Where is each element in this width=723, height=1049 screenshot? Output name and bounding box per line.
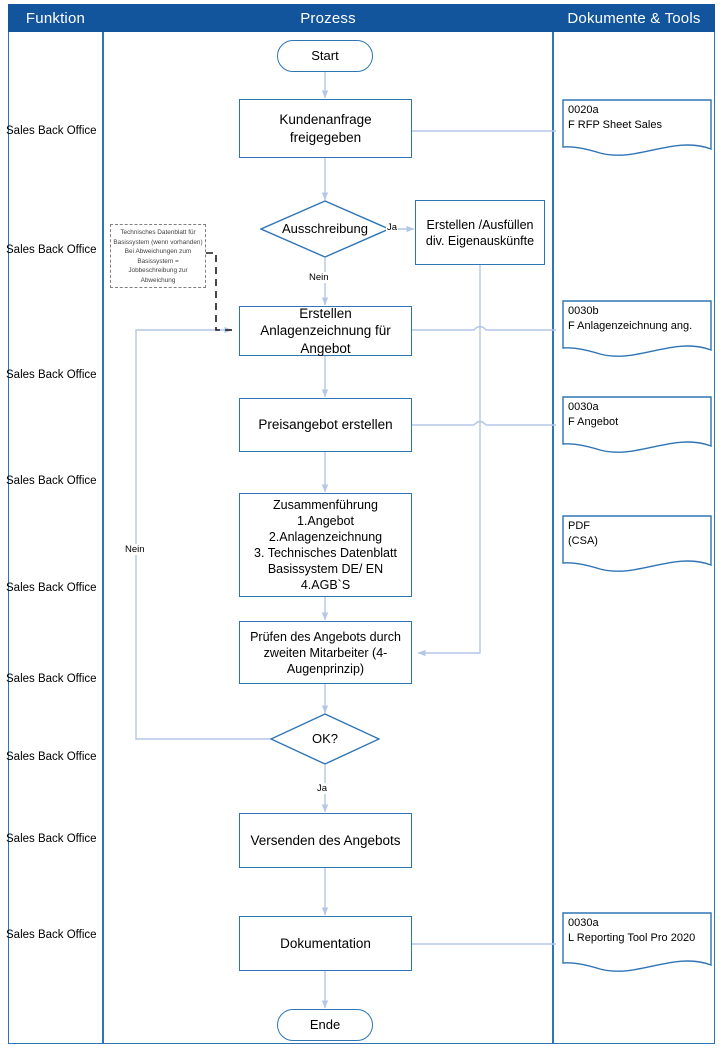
node-pruefen-label: Prüfen des Angebots durch zweiten Mitarb…: [250, 629, 401, 676]
node-anlagenzeichnung[interactable]: Erstellen Anlagenzeichnung für Angebot: [239, 306, 412, 356]
document-reporting-tool[interactable]: 0030a L Reporting Tool Pro 2020: [562, 912, 712, 978]
document-angebot-code: 0030a: [568, 401, 599, 413]
node-kundenanfrage-label: Kundenanfrage freigegeben: [279, 112, 372, 145]
function-label-3: Sales Back Office: [6, 369, 97, 381]
column-header-funktion: Funktion: [8, 4, 103, 32]
node-start[interactable]: Start: [277, 40, 373, 72]
function-label-4: Sales Back Office: [6, 475, 97, 487]
document-angebot-name: F Angebot: [568, 415, 619, 428]
header-band: [8, 4, 715, 32]
function-label-7: Sales Back Office: [6, 751, 97, 763]
node-start-label: Start: [311, 47, 339, 63]
document-pdf-text: PDF (CSA): [568, 519, 708, 548]
edge-label-ausschreibung-nein: Nein: [308, 272, 330, 283]
diamond-shape: [260, 200, 390, 258]
document-pdf-csa[interactable]: PDF (CSA): [562, 515, 712, 577]
node-zusammenfuehrung[interactable]: Zusammenführung 1.Angebot 2.Anlagenzeich…: [239, 493, 412, 597]
node-ok-decision[interactable]: OK?: [270, 713, 380, 765]
node-dokumentation-label: Dokumentation: [280, 935, 371, 951]
document-anlagenzeichnung-name: F Anlagenzeichnung ang.: [568, 319, 693, 332]
column-header-prozess: Prozess: [103, 4, 553, 32]
column-header-dokumente-label: Dokumente & Tools: [567, 9, 701, 27]
column-header-prozess-label: Prozess: [300, 9, 356, 27]
function-label-8: Sales Back Office: [6, 833, 97, 845]
lane-divider-funktion-prozess: [102, 32, 104, 1044]
document-rfp-sheet-sales[interactable]: 0020a F RFP Sheet Sales: [562, 99, 712, 161]
node-zusammenfuehrung-label: Zusammenführung 1.Angebot 2.Anlagenzeich…: [254, 498, 397, 592]
column-header-funktion-label: Funktion: [25, 9, 86, 27]
document-pdf-code: PDF: [568, 520, 590, 532]
document-reporting-text: 0030a L Reporting Tool Pro 2020: [568, 916, 708, 945]
document-rfp-text: 0020a F RFP Sheet Sales: [568, 103, 708, 132]
technisches-datenblatt-note-text: Technisches Datenblatt für Basissystem (…: [113, 229, 203, 285]
edge-label-ausschreibung-ja: Ja: [386, 222, 399, 233]
document-shape-icon: [562, 99, 712, 156]
technisches-datenblatt-note: Technisches Datenblatt für Basissystem (…: [110, 224, 206, 288]
node-ausschreibung-decision[interactable]: Ausschreibung: [260, 200, 390, 258]
document-rfp-code: 0020a: [568, 104, 599, 116]
edge-label-ok-ja: Ja: [316, 783, 329, 794]
document-reporting-name: L Reporting Tool Pro 2020: [568, 931, 696, 944]
document-reporting-code: 0030a: [568, 917, 599, 929]
column-header-dokumente-tools: Dokumente & Tools: [553, 4, 715, 32]
document-anlagenzeichnung[interactable]: 0030b F Anlagenzeichnung ang.: [562, 300, 712, 362]
node-eigenauskuenfte[interactable]: Erstellen /Ausfüllen div. Eigenauskünfte: [415, 200, 545, 265]
document-angebot-text: 0030a F Angebot: [568, 400, 708, 429]
document-anlagenzeichnung-text: 0030b F Anlagenzeichnung ang.: [568, 304, 708, 333]
document-anlagenzeichnung-code: 0030b: [568, 305, 599, 317]
document-shape-icon: [562, 515, 712, 572]
node-ok-label: OK?: [311, 730, 338, 746]
node-anlagenzeichnung-label: Erstellen Anlagenzeichnung für Angebot: [260, 306, 391, 356]
node-versenden-angebots[interactable]: Versenden des Angebots: [239, 813, 412, 868]
document-angebot[interactable]: 0030a F Angebot: [562, 396, 712, 458]
diamond-shape: [270, 713, 380, 765]
node-ende[interactable]: Ende: [277, 1009, 373, 1041]
document-shape-icon: [562, 912, 712, 972]
function-label-5: Sales Back Office: [6, 582, 97, 594]
node-pruefen-angebot[interactable]: Prüfen des Angebots durch zweiten Mitarb…: [239, 621, 412, 684]
node-eigenauskuenfte-label: Erstellen /Ausfüllen div. Eigenauskünfte: [425, 217, 535, 248]
document-rfp-name: F RFP Sheet Sales: [568, 118, 662, 131]
function-label-9: Sales Back Office: [6, 929, 97, 941]
function-label-6: Sales Back Office: [6, 673, 97, 685]
node-ende-label: Ende: [309, 1016, 341, 1032]
lane-divider-prozess-dokumente: [552, 32, 554, 1044]
document-shape-icon: [562, 300, 712, 357]
node-kundenanfrage-freigegeben[interactable]: Kundenanfrage freigegeben: [239, 99, 412, 158]
node-versenden-label: Versenden des Angebots: [250, 832, 401, 848]
function-label-1: Sales Back Office: [6, 125, 97, 137]
document-shape-icon: [562, 396, 712, 453]
document-pdf-name: (CSA): [568, 534, 598, 547]
node-dokumentation[interactable]: Dokumentation: [239, 916, 412, 971]
node-preisangebot-label: Preisangebot erstellen: [258, 417, 393, 433]
node-preisangebot-erstellen[interactable]: Preisangebot erstellen: [239, 398, 412, 452]
function-label-2: Sales Back Office: [6, 244, 97, 256]
node-ausschreibung-label: Ausschreibung: [282, 220, 368, 236]
edge-label-ok-nein: Nein: [124, 544, 146, 555]
